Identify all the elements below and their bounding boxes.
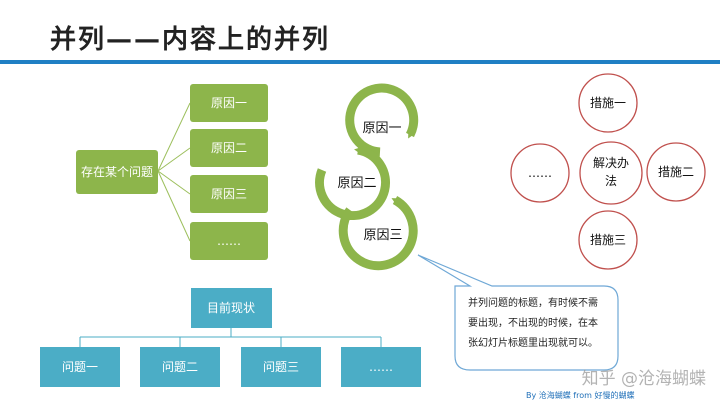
radial-right-label: 措施二 — [658, 165, 694, 179]
tree-child-node — [190, 129, 268, 167]
tree-connector — [157, 102, 191, 172]
tree-connector — [157, 147, 191, 172]
callout-line: 要出现，不出现的时候，在本 — [468, 316, 598, 329]
tree-child-node — [190, 222, 268, 260]
org-child-label: …… — [369, 360, 393, 374]
radial-node-bottom — [578, 210, 638, 270]
radial-center-label: 法 — [605, 174, 617, 188]
org-child-node — [140, 347, 220, 387]
watermark: 知乎 @沧海蝴蝶 — [582, 369, 706, 389]
tree-child-node — [190, 175, 268, 213]
cycle-ring — [345, 83, 419, 157]
cycle-label: 原因三 — [363, 228, 402, 243]
radial-node-top — [578, 73, 638, 133]
radial-diagram: 解决办 法 措施一 措施二 措施三 …… — [510, 73, 706, 270]
callout: 并列问题的标题，有时候不需 要出现，不出现的时候，在本 张幻灯片标题里出现就可以… — [417, 254, 619, 371]
org-child-node — [241, 347, 321, 387]
tree-child-label: 原因一 — [211, 96, 247, 110]
org-child-label: 问题一 — [62, 360, 98, 374]
slide-title: 并列——内容上的并列 — [50, 24, 330, 55]
cycle-rings: 原因一 原因二 原因三 — [315, 83, 419, 271]
tree-root-node — [76, 150, 158, 194]
org-chart: 目前现状 问题一 问题二 问题三 …… — [40, 288, 421, 387]
org-child-node — [341, 347, 421, 387]
radial-left-label: …… — [528, 166, 552, 180]
tree-child-label: 原因三 — [211, 187, 247, 201]
radial-top-label: 措施一 — [590, 96, 626, 110]
title-underline-bar — [0, 60, 720, 64]
org-child-label: 问题二 — [162, 360, 198, 374]
tree-child-node — [190, 84, 268, 122]
radial-node-right — [646, 142, 706, 202]
cycle-label: 原因一 — [362, 121, 401, 136]
callout-line: 并列问题的标题，有时候不需 — [468, 296, 598, 309]
radial-node-center — [579, 141, 643, 205]
cause-tree: 存在某个问题 原因一 原因二 原因三 …… — [76, 84, 268, 260]
radial-bottom-label: 措施三 — [590, 233, 626, 247]
tree-connector — [157, 170, 191, 195]
cycle-label: 原因二 — [337, 176, 376, 191]
org-root-node — [191, 288, 272, 328]
tree-child-label: …… — [217, 234, 241, 248]
tree-root-label: 存在某个问题 — [81, 165, 153, 179]
org-child-label: 问题三 — [263, 360, 299, 374]
radial-node-left — [510, 143, 570, 203]
tree-connector — [157, 170, 191, 242]
callout-line: 张幻灯片标题里出现就可以。 — [468, 336, 598, 349]
tree-child-label: 原因二 — [211, 141, 247, 155]
cycle-ring — [315, 145, 391, 221]
credit-text: By 沧海蝴蝶 from 好慢的蝴蝶 — [526, 390, 634, 400]
org-root-label: 目前现状 — [207, 300, 255, 315]
callout-bubble — [417, 254, 619, 371]
radial-center-label: 解决办 — [593, 155, 629, 170]
org-child-node — [40, 347, 120, 387]
cycle-ring — [338, 196, 418, 271]
